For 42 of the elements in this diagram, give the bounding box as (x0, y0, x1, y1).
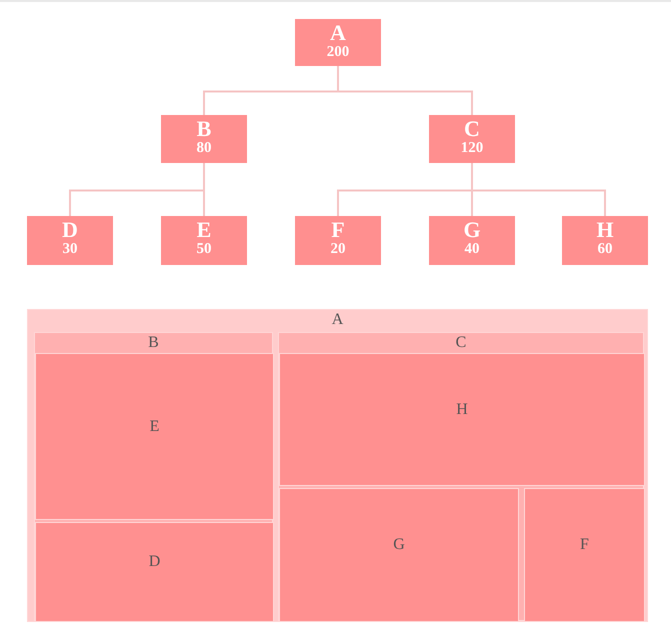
treemap-rect (279, 353, 645, 486)
tree-node (161, 216, 247, 265)
treemap-rect (35, 522, 274, 622)
node-name: A (329, 22, 347, 44)
node-name: B (196, 118, 212, 140)
node-value: 50 (196, 241, 212, 257)
treemap-label: D (148, 553, 162, 571)
node-value: 80 (196, 140, 212, 156)
node-value: 200 (326, 44, 350, 60)
node-name: C (463, 118, 481, 140)
tree-node (295, 216, 381, 265)
tree-node (429, 115, 515, 163)
node-value: 20 (330, 241, 346, 257)
tree-node (562, 216, 648, 265)
tree-node (295, 19, 381, 66)
tree-node (429, 216, 515, 265)
node-value: 120 (460, 140, 484, 156)
node-name: H (595, 219, 615, 241)
treemap-rect (279, 488, 519, 622)
treemap-rect (27, 309, 648, 622)
node-name: E (196, 219, 212, 241)
node-value: 60 (596, 241, 614, 257)
node-value: 30 (62, 241, 78, 257)
connector-line (337, 66, 473, 115)
node-name: G (462, 219, 482, 241)
node-name: D (61, 219, 79, 241)
node-value: 40 (464, 241, 480, 257)
treemap-label: G (392, 536, 406, 554)
tree-node (27, 216, 113, 265)
treemap-rect (35, 353, 274, 520)
treemap-rect (34, 332, 273, 621)
treemap-label: E (148, 418, 160, 436)
connector-line (471, 163, 606, 216)
treemap-label: B (147, 334, 160, 352)
tree-node (161, 115, 247, 163)
treemap-label: C (454, 334, 468, 352)
treemap-rect (278, 332, 644, 621)
node-name: F (330, 219, 346, 241)
treemap-label: A (330, 311, 344, 329)
treemap-label: F (579, 536, 590, 554)
treemap-label: H (455, 400, 469, 418)
treemap-rect (524, 488, 645, 622)
